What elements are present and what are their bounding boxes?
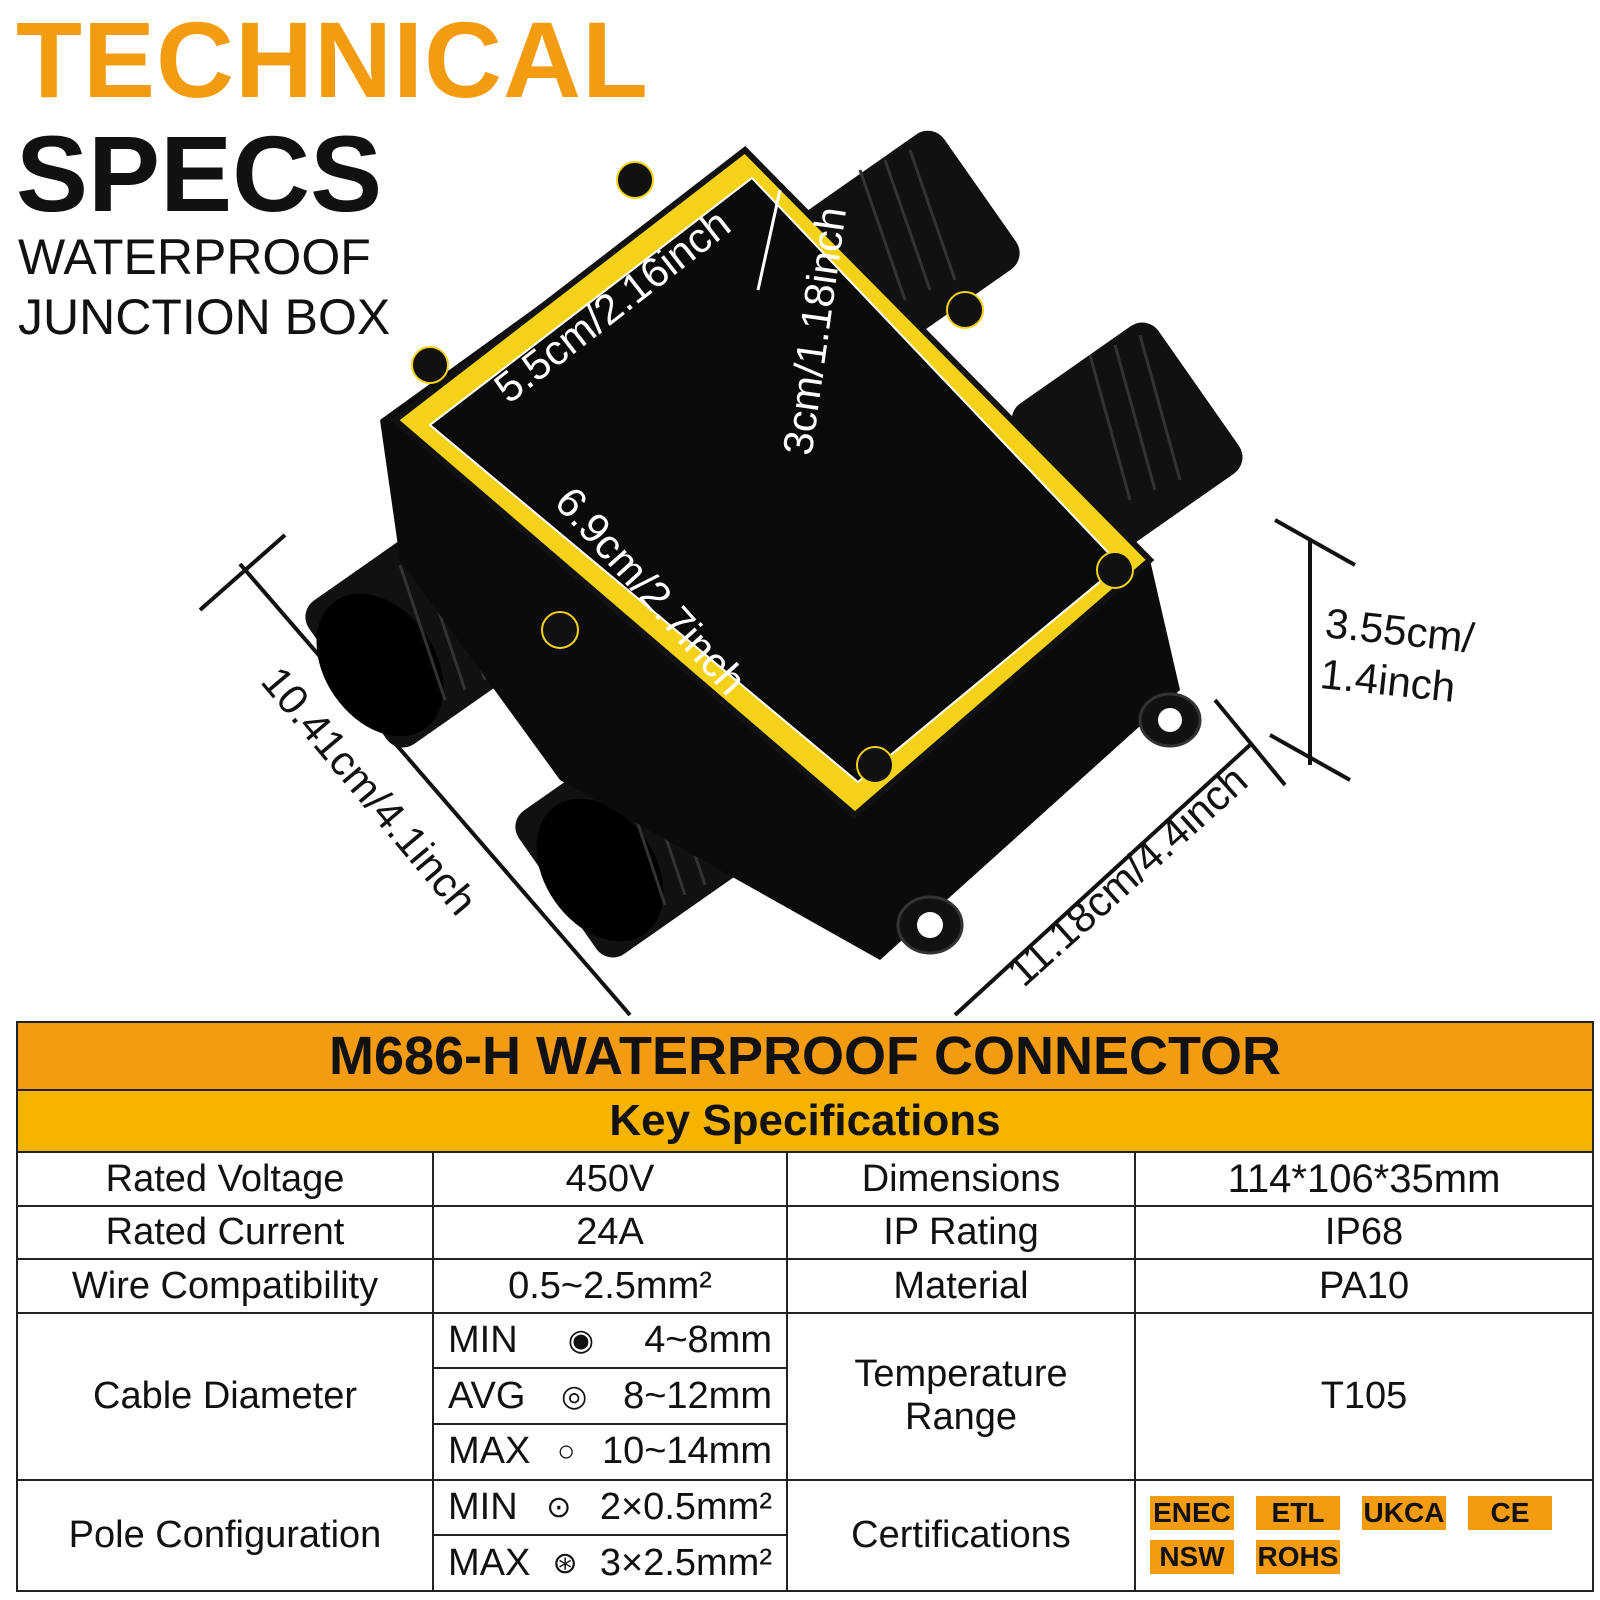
table-row: Wire Compatibility 0.5~2.5mm² Material P… [16,1258,1595,1314]
pole-options: MIN ⊙ 2×0.5mm² MAX ⊛ 3×2.5mm² [432,1478,788,1593]
cell-label: Rated Current [16,1204,434,1261]
screws [411,161,1134,784]
cable-options: MIN ◉ 4~8mm AVG ◎ 8~12mm MAX ○ 10~14mm [432,1311,788,1481]
cell-label: IP Rating [786,1204,1136,1261]
cell-label: Certifications [786,1478,1136,1593]
table-row-cable: Cable Diameter MIN ◉ 4~8mm AVG ◎ 8~12mm … [16,1311,1595,1481]
title-specs: SPECS [16,113,383,234]
cable-tag: MIN [448,1319,518,1362]
cert-badge: UKCA [1362,1496,1446,1531]
temp-label-line2: Range [905,1396,1017,1439]
cell-label: Cable Diameter [16,1311,434,1481]
subtitle-waterproof: WATERPROOF [18,229,371,285]
cell-label: Material [786,1258,1136,1314]
temp-label-line1: Temperature [854,1353,1068,1396]
dimension-lines [198,518,1356,1017]
cert-badge: ROHS [1256,1540,1340,1575]
cable-value: 10~14mm [601,1430,772,1473]
hero-section: TECHNICAL SPECS WATERPROOF JUNCTION BOX [16,0,1477,1017]
table-title: M686-H WATERPROOF CONNECTOR [15,1020,1595,1092]
cell-value: 0.5~2.5mm² [432,1258,788,1314]
cell-label: Wire Compatibility [16,1258,434,1314]
cell-label: Dimensions [786,1151,1136,1207]
cell-value: 114*106*35mm [1133,1151,1595,1207]
cell-value: T105 [1133,1311,1595,1481]
table-subtitle: Key Specifications [15,1089,1595,1154]
cable-value: 8~12mm [623,1374,772,1417]
pole-value: 3×2.5mm² [599,1541,772,1584]
junction-box-illustration [198,130,1356,1017]
table-row: Rated Voltage 450V Dimensions 114*106*35… [16,1151,1595,1207]
cell-value: 24A [432,1204,788,1261]
ring-thick-icon: ◉ [567,1324,595,1358]
cell-value: PA10 [1133,1258,1595,1314]
cable-tag: AVG [448,1374,526,1417]
cert-badge: CE [1468,1496,1552,1531]
subtitle-junction-box: JUNCTION BOX [18,289,391,345]
table-row-pole: Pole Configuration MIN ⊙ 2×0.5mm² MAX ⊛ … [16,1478,1595,1593]
cert-badge: NSW [1150,1540,1234,1575]
title-technical: TECHNICAL [16,0,649,120]
cable-tag: MAX [448,1430,531,1473]
cert-badge: ETL [1256,1496,1340,1531]
cable-value: 4~8mm [644,1319,772,1362]
table-row: Rated Current 24A IP Rating IP68 [16,1204,1595,1261]
pole-value: 2×0.5mm² [599,1486,772,1529]
cell-label: Temperature Range [786,1311,1136,1481]
two-pole-icon: ⊙ [546,1491,572,1525]
ring-thin-icon: ○ [557,1434,576,1468]
pole-tag: MIN [448,1486,518,1529]
ring-medium-icon: ◎ [561,1379,588,1413]
cell-value: 450V [432,1151,788,1207]
cell-label: Pole Configuration [16,1478,434,1593]
certifications: ENEC ETL UKCA CE NSW ROHS [1133,1478,1595,1593]
cell-value: IP68 [1133,1204,1595,1261]
cell-label: Rated Voltage [16,1151,434,1207]
pole-tag: MAX [448,1541,531,1584]
spec-table: M686-H WATERPROOF CONNECTOR Key Specific… [15,1020,1595,1593]
cert-badge: ENEC [1150,1496,1234,1531]
three-pole-icon: ⊛ [552,1546,578,1580]
